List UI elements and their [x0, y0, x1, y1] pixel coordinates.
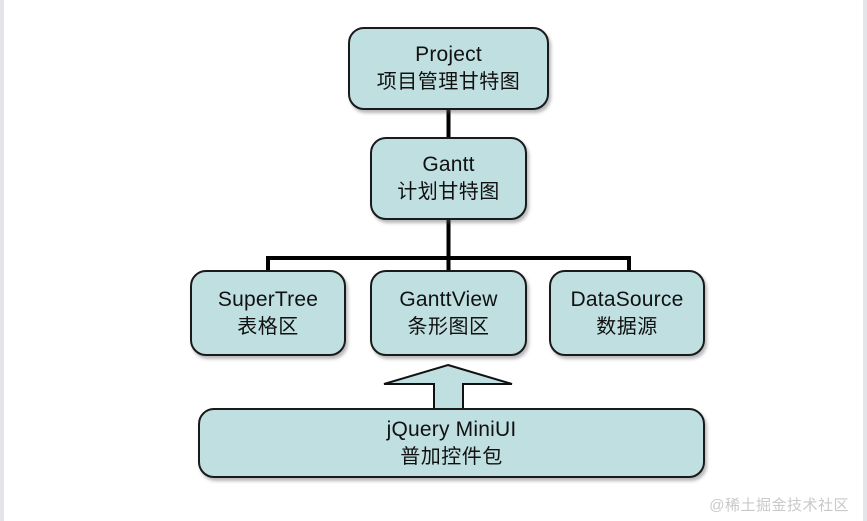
node-gantt[interactable]: Gantt 计划甘特图 — [370, 137, 527, 220]
node-ganttview[interactable]: GanttView 条形图区 — [370, 270, 527, 356]
node-project[interactable]: Project 项目管理甘特图 — [348, 27, 549, 110]
node-gantt-title: Gantt — [422, 153, 475, 176]
node-datasource-subtitle: 数据源 — [596, 315, 658, 338]
block-arrow-up-icon — [383, 363, 513, 410]
node-jquery-miniui[interactable]: jQuery MiniUI 普加控件包 — [198, 408, 705, 478]
page-gutter-right — [863, 0, 867, 521]
node-gantt-subtitle: 计划甘特图 — [397, 181, 500, 203]
node-project-title: Project — [415, 43, 482, 66]
node-ganttview-title: GanttView — [399, 287, 498, 311]
page-gutter-left — [0, 0, 4, 521]
node-datasource[interactable]: DataSource 数据源 — [549, 270, 705, 356]
node-supertree-subtitle: 表格区 — [237, 315, 299, 338]
node-datasource-title: DataSource — [570, 287, 684, 311]
node-project-subtitle: 项目管理甘特图 — [376, 71, 521, 93]
node-jquery-miniui-subtitle: 普加控件包 — [400, 445, 503, 468]
node-supertree-title: SuperTree — [217, 287, 319, 311]
node-ganttview-subtitle: 条形图区 — [407, 315, 490, 338]
node-supertree[interactable]: SuperTree 表格区 — [190, 270, 346, 356]
node-jquery-miniui-title: jQuery MiniUI — [386, 417, 517, 441]
watermark-text: @稀土掘金技术社区 — [709, 497, 849, 514]
